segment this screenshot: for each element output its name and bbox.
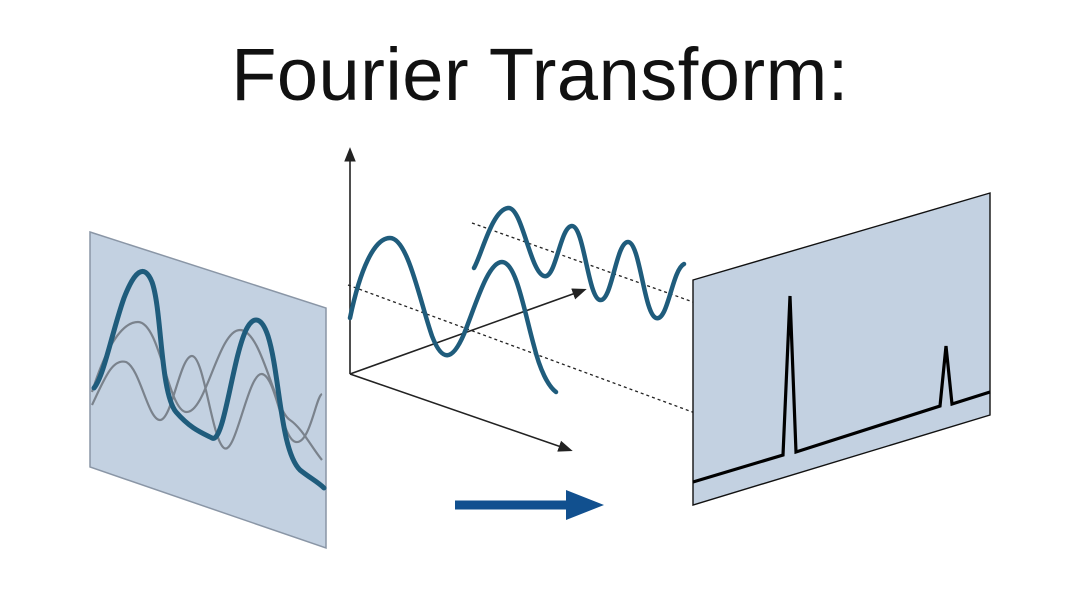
frequency-domain-plane <box>692 192 991 506</box>
component-wave-1 <box>90 320 323 461</box>
time-domain-panel <box>89 230 327 550</box>
time-domain-plane <box>89 230 327 550</box>
component-wave-2 <box>91 354 323 450</box>
horizontal-axis <box>349 373 573 452</box>
low-frequency-sinusoid <box>347 235 559 395</box>
right-arrow-icon <box>455 490 604 520</box>
frequency-components <box>347 205 687 395</box>
high-frequency-sinusoid <box>471 205 687 321</box>
frequency-spectrum <box>692 295 991 484</box>
page-title: Fourier Transform: <box>231 33 849 116</box>
frequency-domain-panel <box>692 192 991 506</box>
composite-signal-wave <box>91 268 327 491</box>
axes-3d <box>344 147 587 452</box>
